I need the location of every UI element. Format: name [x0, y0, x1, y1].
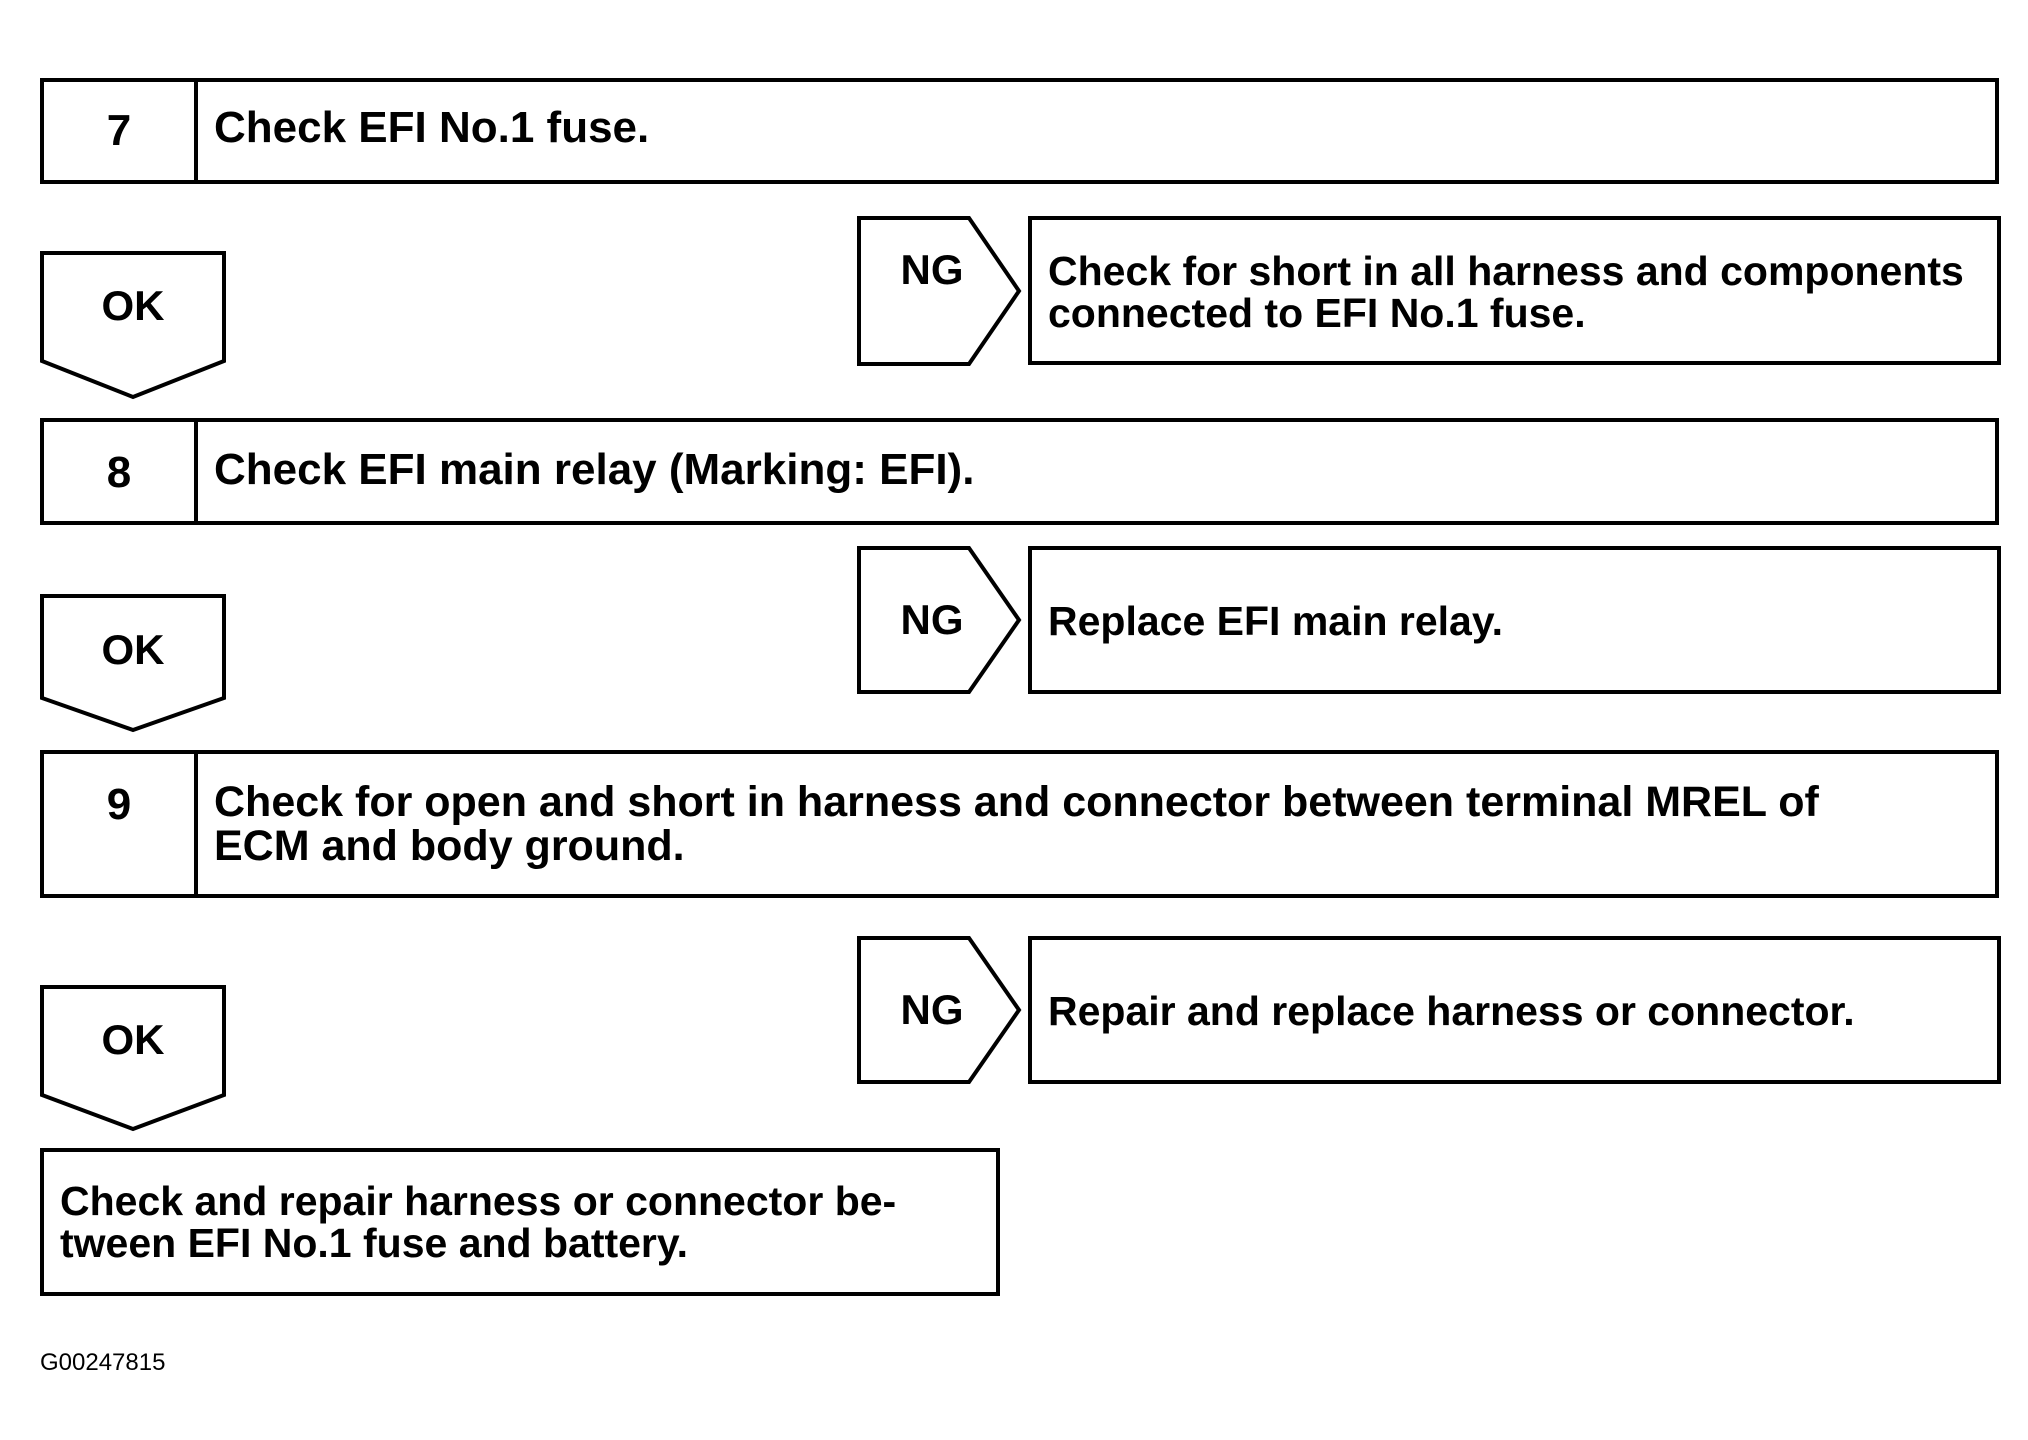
step-8-box: 8 Check EFI main relay (Marking: EFI).	[40, 418, 1999, 525]
final-action-box: Check and repair harness or connector be…	[40, 1148, 1000, 1296]
ng-result-box: Check for short in all harness and compo…	[1028, 216, 2001, 365]
ng-result-box: Repair and replace harness or connector.	[1028, 936, 2001, 1084]
ng-arrow-shape	[857, 546, 1022, 694]
step-text: Check EFI No.1 fuse.	[214, 103, 650, 152]
step-7-box: 7 Check EFI No.1 fuse.	[40, 78, 1999, 184]
ng-label: NG	[900, 986, 964, 1033]
ng-result-box: Replace EFI main relay.	[1028, 546, 2001, 694]
ng-result-line: connected to EFI No.1 fuse.	[1048, 290, 1586, 336]
step-text: Check for open and short in harness and …	[198, 754, 1995, 894]
ng-label: NG	[900, 596, 964, 643]
ok-label: OK	[101, 1016, 165, 1063]
ok-label: OK	[101, 626, 165, 673]
ng-arrow-shape	[857, 936, 1022, 1084]
figure-id: G00247815	[40, 1349, 166, 1376]
ok-arrow-shape	[40, 594, 226, 733]
step-number: 7	[44, 82, 198, 180]
step-text: Check EFI main relay (Marking: EFI).	[214, 445, 975, 494]
step-9-box: 9 Check for open and short in harness an…	[40, 750, 1999, 898]
step-number: 9	[44, 754, 198, 894]
ng-result-line: Repair and replace harness or connector.	[1048, 988, 1855, 1034]
ok-arrow-shape	[40, 985, 226, 1132]
ng-result-line: Check for short in all harness and compo…	[1048, 248, 1964, 294]
ng-result-line: Replace EFI main relay.	[1048, 598, 1504, 644]
final-action-line: Check and repair harness or connector be…	[60, 1178, 897, 1224]
ok-arrow-shape	[40, 251, 226, 400]
step-text-line: Check for open and short in harness and …	[214, 778, 1819, 826]
final-action-line: tween EFI No.1 fuse and battery.	[60, 1220, 689, 1266]
step-text-line: ECM and body ground.	[214, 822, 685, 870]
ok-label: OK	[101, 282, 165, 329]
ng-arrow-shape	[857, 216, 1022, 366]
ng-label: NG	[900, 246, 964, 293]
step-number: 8	[44, 422, 198, 521]
